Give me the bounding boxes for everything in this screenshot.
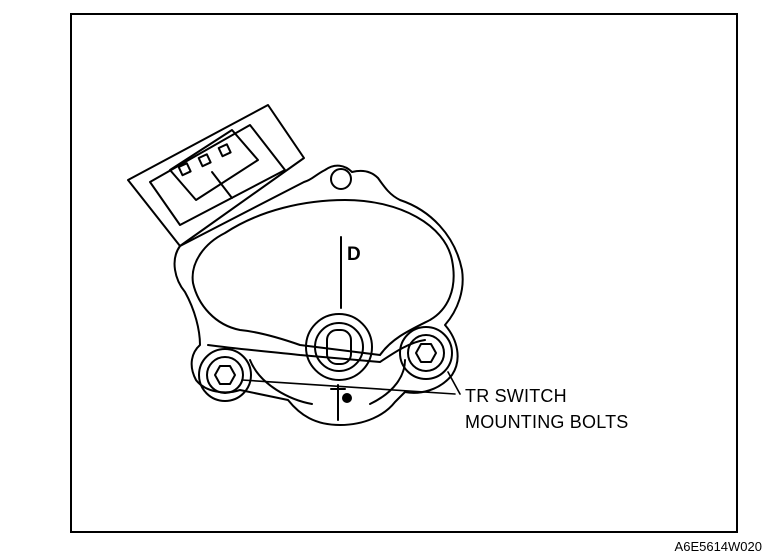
manual-shaft: [305, 313, 373, 381]
position-marker-label: D: [347, 244, 361, 265]
left-mounting-bolt: [198, 348, 252, 402]
connector: [127, 104, 305, 247]
right-mounting-bolt: [399, 326, 453, 380]
alignment-mark: [330, 384, 352, 421]
top-hole: [330, 168, 352, 190]
figure-code: A6E5614W020: [674, 539, 762, 554]
figure-frame: [70, 13, 738, 533]
callout-mounting-bolts: MOUNTING BOLTS: [465, 412, 629, 432]
leader-lines: [241, 371, 461, 395]
callout-tr-switch: TR SWITCH: [465, 386, 567, 406]
